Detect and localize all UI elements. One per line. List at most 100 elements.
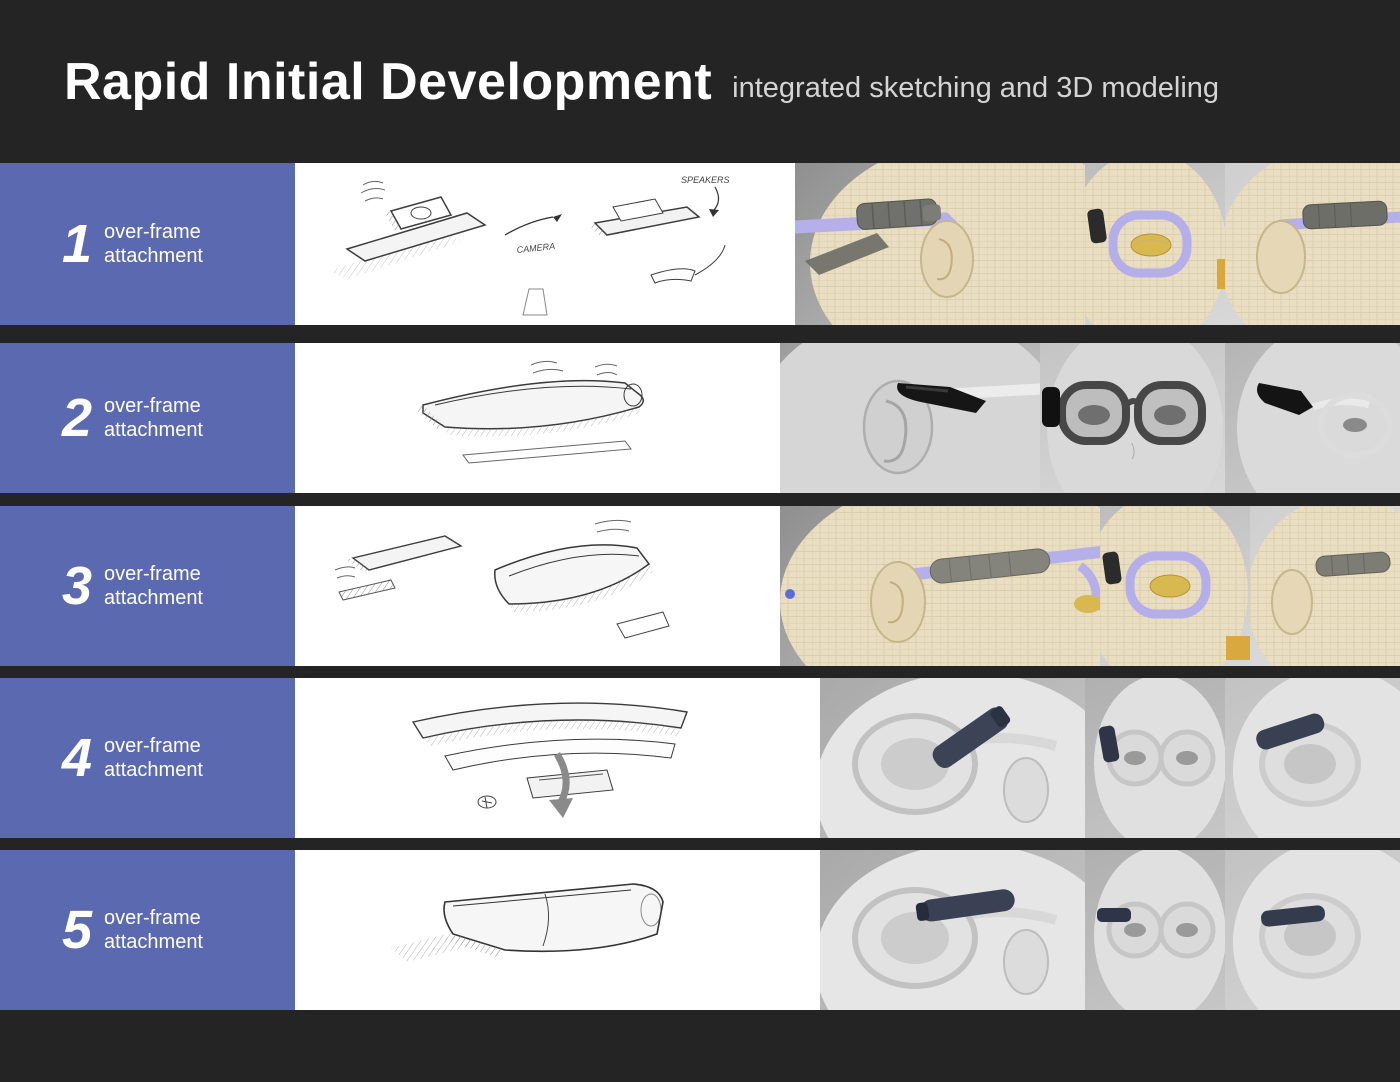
annotation-camera: CAMERA — [516, 241, 555, 255]
sketch-device — [494, 544, 651, 605]
concept-row-1: 1 over-frame attachment CAMERA — [0, 163, 1400, 325]
sketch-bar — [351, 535, 463, 571]
render-3-side-view — [780, 506, 1100, 666]
render-strip-2 — [780, 343, 1400, 493]
render-1-side-view — [795, 163, 1085, 325]
step-label: over-frame attachment — [104, 394, 203, 442]
ear — [862, 379, 934, 475]
header: Rapid Initial Development integrated ske… — [0, 0, 1400, 163]
step-label-line2: attachment — [104, 419, 203, 441]
glasses-lens-purple — [1125, 551, 1211, 619]
step-label-line1: over-frame — [104, 735, 201, 757]
step-label-line1: over-frame — [104, 563, 201, 585]
render-2-side-view — [780, 343, 1040, 493]
render-strip-4 — [820, 678, 1400, 838]
step-label-line1: over-frame — [104, 221, 201, 243]
head-wireframe — [780, 506, 1100, 666]
eye — [1343, 418, 1367, 432]
render-4-angle-view — [1225, 678, 1400, 838]
concept-row-5: 5 over-frame attachment — [0, 850, 1400, 1010]
step-panel-1: 1 over-frame attachment — [0, 163, 295, 325]
step-label-line2: attachment — [104, 759, 203, 781]
render-3-angle-svg — [1250, 506, 1400, 666]
ear — [1003, 929, 1049, 995]
step-label-line1: over-frame — [104, 907, 201, 929]
render-1-side-svg — [795, 163, 1085, 325]
bottom-margin — [0, 1010, 1400, 1082]
sketch-panel-4 — [295, 678, 820, 838]
attachment-device — [1042, 387, 1060, 427]
render-2-angle-svg — [1237, 343, 1400, 493]
handwritten-notes — [594, 519, 632, 533]
step-panel-4: 4 over-frame attachment — [0, 678, 295, 838]
step-number: 5 — [62, 900, 93, 960]
sketch-profile — [462, 440, 632, 464]
attachment-device — [1098, 725, 1120, 763]
eye-left — [1078, 405, 1110, 425]
annotation-speakers: SPEAKERS — [681, 175, 730, 185]
render-strip-1 — [795, 163, 1400, 325]
render-strip-3 — [780, 506, 1400, 666]
attachment-device — [1102, 551, 1122, 585]
pencil-sketch-row4 — [411, 702, 688, 818]
ear — [1256, 220, 1306, 294]
sketch-panel-5 — [295, 850, 820, 1010]
pencil-sketch-row2 — [415, 360, 644, 464]
render-3-side-svg — [780, 506, 1100, 666]
sketch-device-left — [345, 212, 487, 262]
pencil-sketch-row3 — [334, 519, 670, 639]
render-4-front-svg — [1094, 678, 1225, 838]
render-3-front-view — [1100, 506, 1250, 666]
attachment-device — [897, 383, 986, 413]
sketch-panel-3 — [295, 506, 780, 666]
concept-row-2: 2 over-frame attachment — [0, 343, 1400, 493]
sketch-panel-1: CAMERA SPEAKERS — [295, 163, 795, 325]
sketch-seam — [542, 893, 549, 947]
page-title: Rapid Initial Development — [64, 52, 713, 111]
step-label: over-frame attachment — [104, 562, 203, 610]
render-2-front-svg — [1042, 343, 1223, 493]
attachment-device — [1087, 208, 1107, 244]
temple-arm-gray — [805, 233, 889, 275]
concept-row-4: 4 over-frame attachment — [0, 678, 1400, 838]
head-wireframe — [1225, 163, 1400, 325]
step-label-line1: over-frame — [104, 395, 201, 417]
attachment-device — [915, 889, 1015, 922]
pencil-sketch-row5 — [391, 883, 664, 962]
render-5-angle-view — [1225, 850, 1400, 1010]
goggle-lens — [881, 912, 949, 964]
render-4-side-view — [820, 678, 1085, 838]
attachment-device — [1261, 905, 1325, 927]
ear — [870, 561, 926, 643]
pencil-sketch-row1: CAMERA SPEAKERS — [329, 175, 730, 316]
goggle-lens — [881, 738, 949, 790]
render-2-front-view — [1040, 343, 1225, 493]
render-1-angle-view — [1225, 163, 1400, 325]
render-strip-5 — [820, 850, 1400, 1010]
attachment-device — [856, 198, 942, 230]
attachment-device — [1256, 713, 1325, 750]
concept-row-3: 3 over-frame attachment — [0, 506, 1400, 666]
attachment-device — [1302, 200, 1388, 230]
eye-right — [1154, 405, 1186, 425]
step-label-line2: attachment — [104, 245, 203, 267]
eye — [1130, 233, 1172, 257]
head — [1237, 343, 1400, 493]
glasses-lens-purple — [1108, 210, 1192, 278]
render-5-front-svg — [1094, 850, 1225, 1010]
glasses-lens — [1318, 392, 1392, 458]
eye — [1149, 574, 1191, 598]
step-label: over-frame attachment — [104, 906, 203, 954]
ear — [1003, 757, 1049, 823]
handwritten-notes — [530, 360, 618, 376]
render-4-angle-svg — [1233, 678, 1400, 838]
render-3-angle-view — [1250, 506, 1400, 666]
goggle-lens — [1284, 744, 1336, 784]
step-number: 1 — [62, 214, 93, 274]
render-4-side-svg — [820, 678, 1085, 838]
render-5-side-svg — [820, 850, 1085, 1010]
render-2-side-svg — [780, 343, 1040, 493]
ear — [920, 220, 974, 298]
step-number: 3 — [62, 556, 93, 616]
